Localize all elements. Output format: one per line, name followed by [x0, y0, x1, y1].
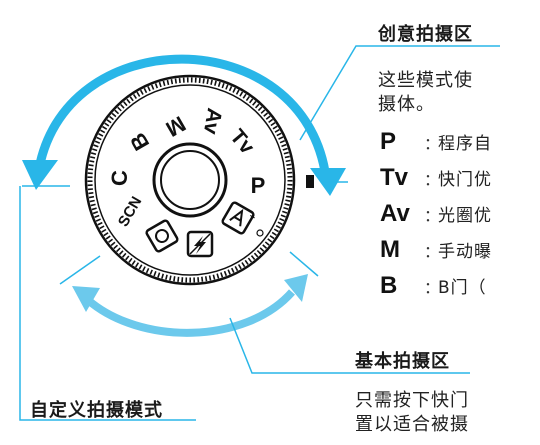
- basic-lead-line: [229, 317, 470, 374]
- mode-key-b: B: [380, 272, 398, 299]
- mode-key-av: Av: [380, 200, 410, 227]
- dial-label-c: C: [107, 170, 132, 186]
- mode-desc-p: 程序自: [438, 134, 492, 154]
- creative-arrow-head-left: [22, 160, 58, 190]
- dial-center-inner: [160, 150, 220, 210]
- mode-row-b: B ：B门（: [380, 272, 540, 300]
- creative-zone-desc-line1: 这些模式使: [378, 70, 473, 91]
- dial-label-av: Av: [199, 106, 226, 136]
- mode-desc-m: 手动曝: [438, 242, 492, 262]
- basic-tick-right: [289, 251, 319, 277]
- dial-label-p: P: [251, 173, 266, 198]
- mode-key-m: M: [380, 236, 400, 263]
- basic-arrow-head-left: [72, 286, 100, 312]
- basic-zone-title: 基本拍摄区: [355, 351, 450, 372]
- basic-zone-desc-line2: 置以适合被摄: [355, 414, 469, 435]
- mode-row-tv: Tv ：快门优: [380, 164, 540, 192]
- flash-off-icon: [186, 230, 214, 258]
- dial-indicator-dot: [256, 229, 264, 237]
- scene-intelligent-auto-icon: +: [221, 201, 258, 235]
- dial-knurl-ring: [87, 77, 293, 283]
- creative-auto-icon: [145, 219, 179, 253]
- basic-arrow-head-right: [284, 274, 308, 302]
- mode-colon: ：: [424, 206, 441, 225]
- mode-desc-tv: 快门优: [438, 170, 492, 190]
- index-mark: [306, 175, 314, 188]
- basic-tick-left: [59, 255, 101, 285]
- mode-colon: ：: [424, 134, 441, 153]
- creative-zone-title: 创意拍摄区: [378, 24, 473, 45]
- creative-lead-line: [299, 45, 500, 141]
- basic-zone-arrow: [85, 289, 295, 337]
- mode-desc-av: 光圈优: [438, 206, 492, 226]
- mode-key-tv: Tv: [380, 164, 409, 191]
- creative-zone-arrow: [33, 54, 331, 179]
- svg-text:+: +: [247, 211, 258, 224]
- mode-desc-b: B门（: [438, 278, 487, 298]
- mode-row-m: M ：手动曝: [380, 236, 540, 264]
- basic-zone-desc-line1: 只需按下快门: [355, 390, 469, 411]
- mode-key-p: P: [380, 128, 397, 155]
- mode-row-p: P ：程序自: [380, 128, 540, 156]
- mode-row-av: Av ：光圈优: [380, 200, 540, 228]
- custom-zone-title: 自定义拍摄模式: [30, 400, 163, 421]
- mode-colon: ：: [424, 170, 441, 189]
- mode-dial[interactable]: P Tv Av M B C SCN +: [84, 74, 296, 286]
- custom-lead-line: [19, 186, 196, 421]
- creative-zone-desc-line2: 摄体。: [378, 94, 435, 115]
- mode-colon: ：: [424, 278, 441, 297]
- mode-colon: ：: [424, 242, 441, 261]
